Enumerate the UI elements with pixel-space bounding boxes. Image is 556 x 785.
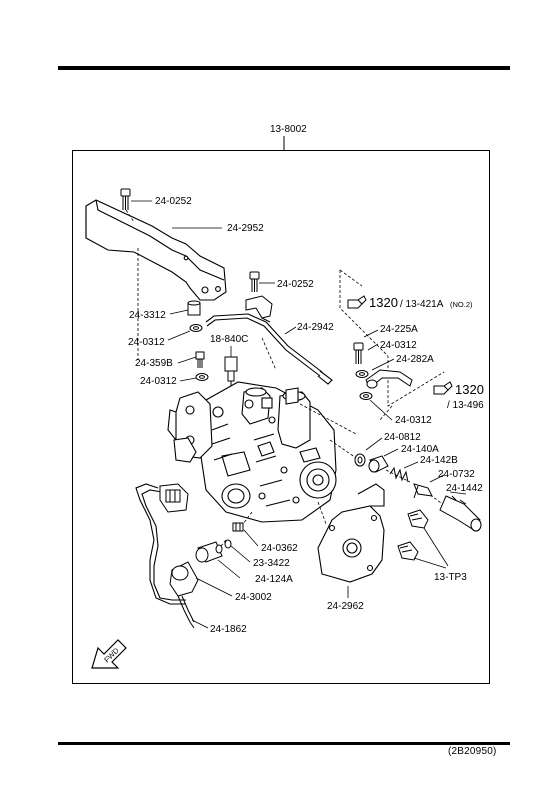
plate-part [317,483,385,583]
label-cap: 24-3312 [129,310,166,321]
label-pipe: 24-2942 [297,322,334,333]
label-oring-right: 24-0812 [384,432,421,443]
label-piston: 24-140A [401,444,439,455]
label-gasket-small: 24-0362 [261,543,298,554]
hand-pointer-icon [347,295,367,309]
assembly-number: 13-8002 [270,124,307,135]
label-solenoid: 24-3002 [235,592,272,603]
bolt-top-part [120,188,131,210]
pipe-part [205,313,333,385]
label-hose-right: 24-282A [396,354,434,365]
bolt-mid-part [249,271,260,292]
label-plate: 24-2962 [327,601,364,612]
switch-part [195,541,223,563]
label-fitting-group: 13-TP3 [434,572,467,583]
label-sensor: 18-840C [210,334,248,345]
fitting-b-part [397,541,419,561]
label-bolt-right: 24-225A [380,324,418,335]
piston-part [368,455,389,473]
label-banjo-bolt: 24-359B [135,358,173,369]
gasket-small-part [232,522,244,532]
label-harness: 24-1862 [210,624,247,635]
injection-pump-part [167,381,337,523]
label-bracket: 24-2952 [227,223,264,234]
ref-1320-a: 1320 [369,295,398,310]
washer-b-part [195,373,209,381]
ref-no2: (NO.2) [450,300,473,309]
label-switch: 24-124A [255,574,293,585]
washer-d-part [359,392,373,400]
cap-part [187,300,201,316]
banjo-bolt-part [195,351,205,368]
label-cover: 24-1442 [446,483,483,494]
washer-a-part [189,324,203,332]
bracket-part [85,199,227,301]
ref-1320-b: 1320 [455,382,484,397]
solenoid-part [169,561,199,629]
spring-part [389,466,409,483]
bolt-right-part [353,342,364,364]
document-code: (2B20950) [448,746,497,757]
hand-pointer-icon-b [433,381,453,395]
label-washer-b: 24-0312 [140,376,177,387]
ref-1320-a-suffix: / 13-421A [400,299,444,310]
label-bolt-mid: 24-0252 [277,279,314,290]
header-rule [58,66,510,70]
pipe-clip-part [245,295,273,323]
label-bolt-top: 24-0252 [155,196,192,207]
harness-connector-part [159,483,189,513]
valve-part [413,483,433,499]
label-washer-a: 24-0312 [128,337,165,348]
diagram-frame [72,150,490,684]
hose-right-part [365,369,413,389]
oring-small-part [224,539,232,549]
fwd-arrow-icon: FWD [91,639,127,669]
label-washer-c: 24-0312 [380,340,417,351]
ref-1320-b-suffix: / 13-496 [447,400,484,411]
cover-part [439,495,482,532]
label-valve: 24-0732 [438,469,475,480]
washer-c-part [355,370,369,378]
harness-part [135,483,186,605]
footer-rule [58,742,510,745]
label-oring-small: 23-3422 [253,558,290,569]
label-spring: 24-142B [420,455,458,466]
fitting-a-part [407,509,429,529]
label-washer-d: 24-0312 [395,415,432,426]
oring-right-part [354,453,366,467]
